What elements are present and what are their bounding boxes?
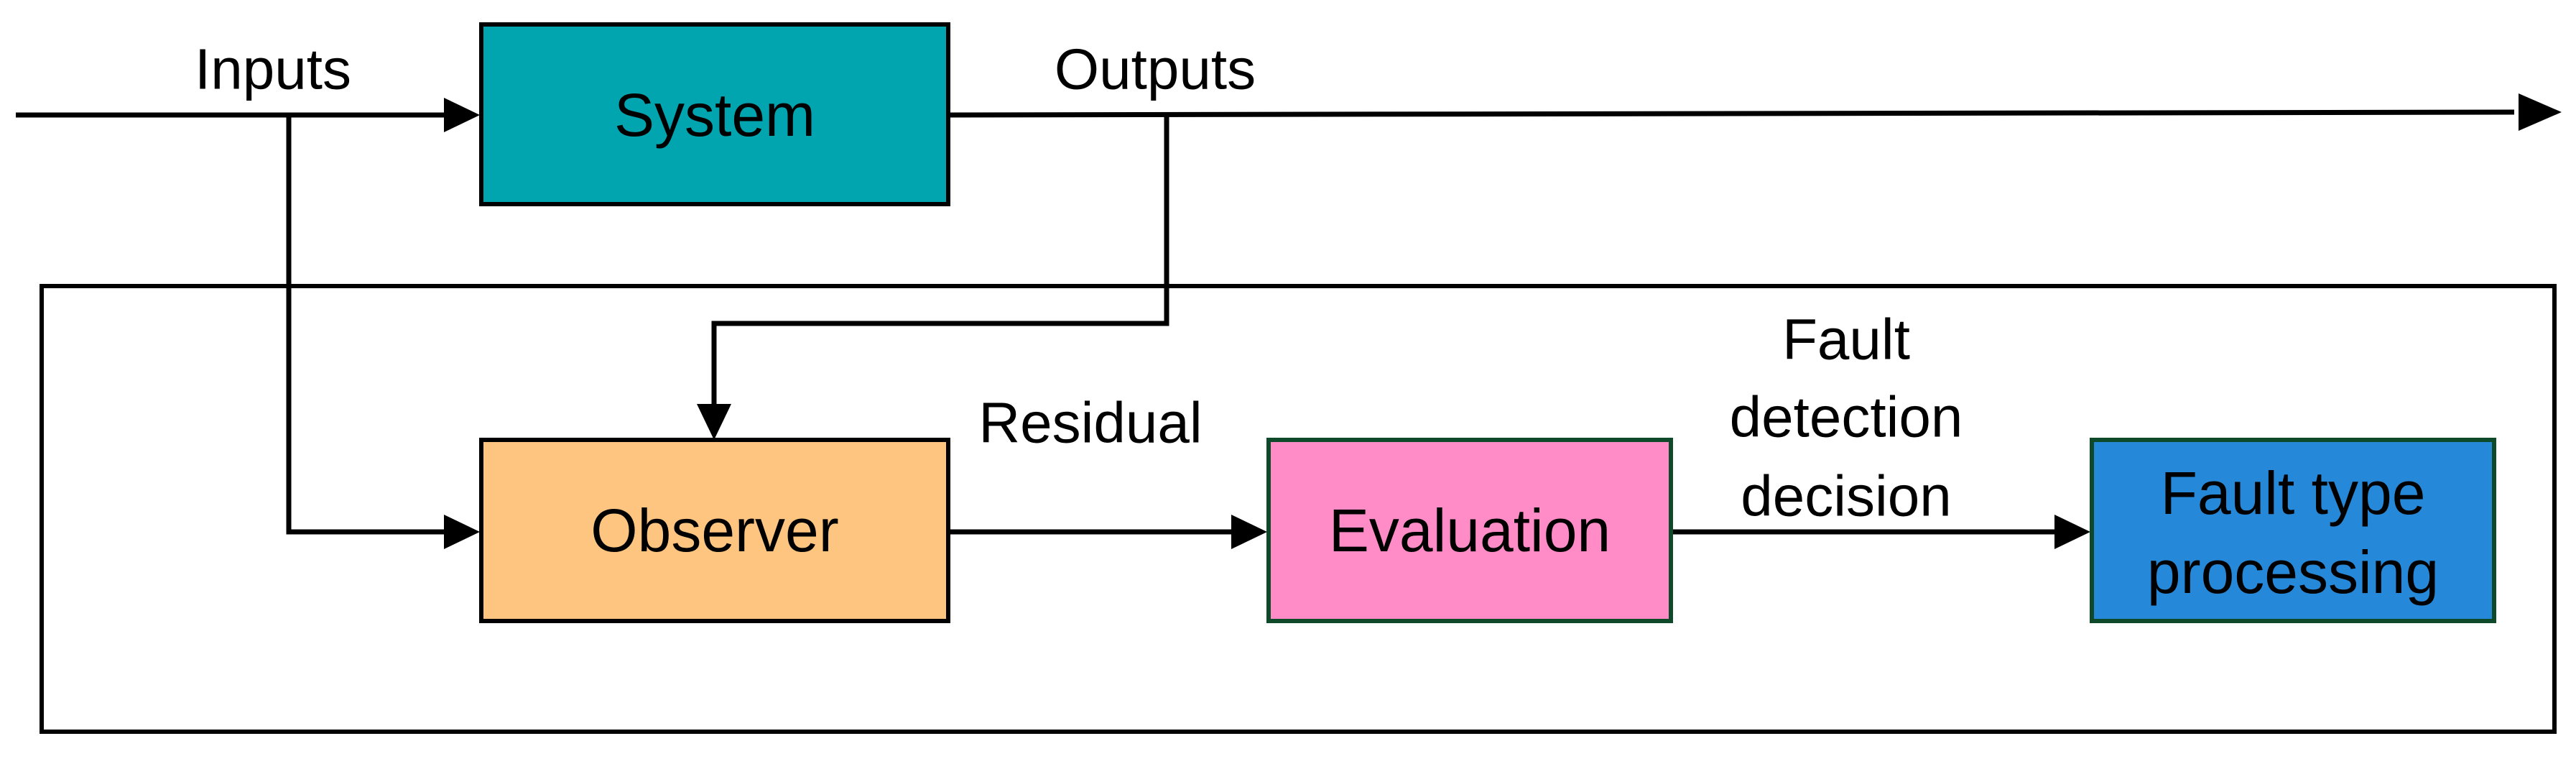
fault-decision-label-line-2: detection [1730, 385, 1963, 449]
fault-decision-label-line-3: decision [1741, 464, 1952, 528]
fault-type-block: Fault type processing [2090, 438, 2496, 623]
outputs-label: Outputs [1055, 37, 1256, 101]
system-block: System [479, 22, 950, 206]
output-arrowhead [2519, 93, 2562, 131]
system-input-arrowhead [444, 98, 480, 132]
system-box [479, 22, 950, 206]
fault-decision-label-line-1: Fault [1782, 308, 1910, 372]
observer-label: Observer [590, 497, 838, 564]
observer-input-arrowhead [444, 515, 480, 549]
output-branch-to-observer [711, 115, 1169, 410]
system-output-line [949, 109, 2515, 118]
fault-type-box [2090, 438, 2496, 623]
fault-type-arrowhead [2054, 515, 2090, 549]
evaluation-arrowhead [1231, 515, 1267, 549]
input-branch-to-observer [286, 115, 451, 535]
observer-top-arrowhead [697, 404, 731, 440]
observer-block: Observer [479, 438, 950, 623]
fault-type-label-line-1: Fault type [2161, 459, 2426, 527]
fault-type-label-line-2: processing [2147, 538, 2439, 606]
diagnosis-frame [40, 284, 2557, 734]
evaluation-label: Evaluation [1329, 497, 1611, 564]
residual-label: Residual [978, 391, 1202, 455]
inputs-label: Inputs [195, 37, 351, 101]
observer-box [479, 438, 950, 623]
system-label: System [614, 81, 815, 149]
evaluation-box [1266, 438, 1673, 623]
evaluation-block: Evaluation [1266, 438, 1673, 623]
